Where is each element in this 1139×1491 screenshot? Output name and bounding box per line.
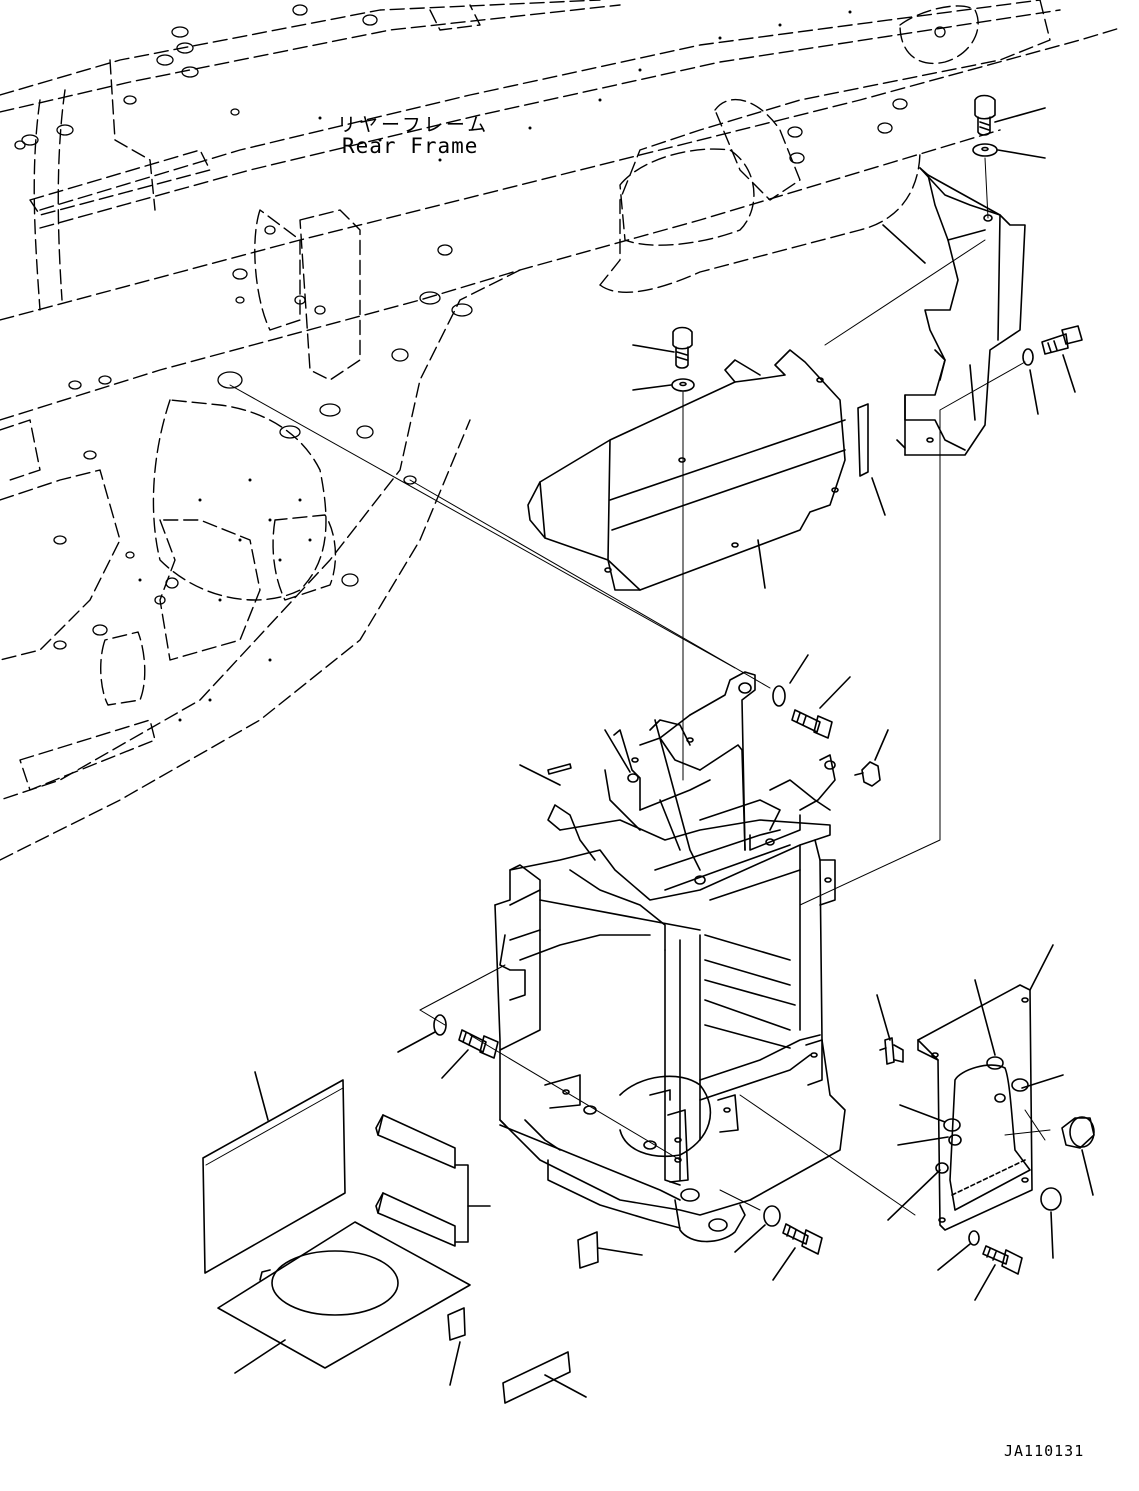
panel-washer <box>969 1231 979 1245</box>
leader <box>998 150 1045 158</box>
leader <box>877 995 890 1040</box>
frame-label-japanese: リヤーフレーム <box>337 114 490 136</box>
left-bolt <box>459 1030 498 1058</box>
leader <box>450 1342 460 1385</box>
leader <box>898 1137 948 1145</box>
grommet <box>1062 1117 1094 1148</box>
left-washer <box>434 1015 446 1035</box>
guide-line <box>1025 1110 1045 1140</box>
guide-line <box>420 1010 445 1025</box>
cover-washer <box>672 379 694 391</box>
main-box-frame <box>495 720 845 1242</box>
leader <box>875 730 888 760</box>
plug-cap <box>1041 1188 1061 1210</box>
leader <box>888 1170 940 1220</box>
right-cover-panel <box>918 985 1032 1230</box>
leader <box>398 1032 435 1052</box>
bracket-bolt-2 <box>792 710 832 738</box>
guide-line <box>825 240 985 345</box>
guide-line <box>410 480 770 688</box>
leader <box>975 980 995 1055</box>
seal-strip <box>858 404 868 476</box>
small-pad-2 <box>448 1308 465 1340</box>
guide-line <box>420 965 505 1010</box>
leader <box>442 1050 468 1078</box>
leader <box>975 1265 995 1300</box>
guide-line <box>800 362 1025 905</box>
leader <box>995 108 1045 122</box>
leader <box>938 1244 970 1270</box>
frame-bosses <box>15 5 945 649</box>
drawing-id: JA110131 <box>1004 1442 1085 1460</box>
bottom-sheet <box>218 1222 470 1368</box>
top-washer <box>973 144 997 156</box>
guide-line <box>720 1190 760 1210</box>
leader <box>820 677 850 708</box>
clip-fitting <box>880 1038 903 1064</box>
bottom-bolt <box>783 1224 822 1254</box>
leader <box>735 1225 765 1252</box>
label-plate <box>503 1352 570 1403</box>
top-bolt <box>975 96 995 136</box>
leader <box>883 225 925 263</box>
nut-fitting <box>855 762 880 786</box>
leader <box>605 730 630 772</box>
leader <box>900 1105 945 1122</box>
leader <box>1022 1075 1063 1088</box>
insulation-sheet <box>203 1080 345 1273</box>
leader <box>1030 370 1038 414</box>
rear-frame-outline <box>0 0 1120 860</box>
leader <box>255 1072 268 1120</box>
small-label-strip <box>548 764 571 774</box>
guide-line <box>1005 1130 1050 1135</box>
foam-strip-2 <box>376 1193 455 1246</box>
frame-label-english: Rear Frame <box>342 134 479 158</box>
frame-dots <box>138 10 852 722</box>
bracket-leader <box>455 1165 468 1242</box>
panel-bolt <box>983 1246 1022 1274</box>
leader <box>790 655 808 683</box>
side-bracket <box>897 168 1025 455</box>
leader <box>633 345 674 352</box>
leader <box>1051 1212 1053 1258</box>
bracket-washer <box>1023 349 1033 365</box>
bracket-washer-2 <box>773 686 785 706</box>
upper-bracket <box>640 672 755 850</box>
leader <box>633 385 671 390</box>
leader <box>1030 945 1053 990</box>
foam-strip-1 <box>376 1115 455 1168</box>
leader <box>773 1248 795 1280</box>
leader <box>1082 1150 1093 1195</box>
guide-line <box>470 1035 680 1160</box>
leader <box>545 1375 586 1397</box>
leader <box>872 478 885 515</box>
bottom-washer <box>764 1206 780 1226</box>
leader <box>1063 355 1075 392</box>
leader <box>598 1248 642 1255</box>
small-pad-1 <box>578 1232 598 1268</box>
cover-bolt <box>673 328 692 369</box>
left-tab <box>614 730 640 810</box>
guide-line <box>230 385 735 668</box>
leader <box>520 765 560 785</box>
leader <box>235 1340 285 1373</box>
bracket-bolt <box>1042 326 1082 354</box>
top-cover <box>528 350 845 590</box>
guide-line <box>985 158 988 218</box>
leader <box>758 540 765 588</box>
guide-line <box>740 1095 915 1215</box>
